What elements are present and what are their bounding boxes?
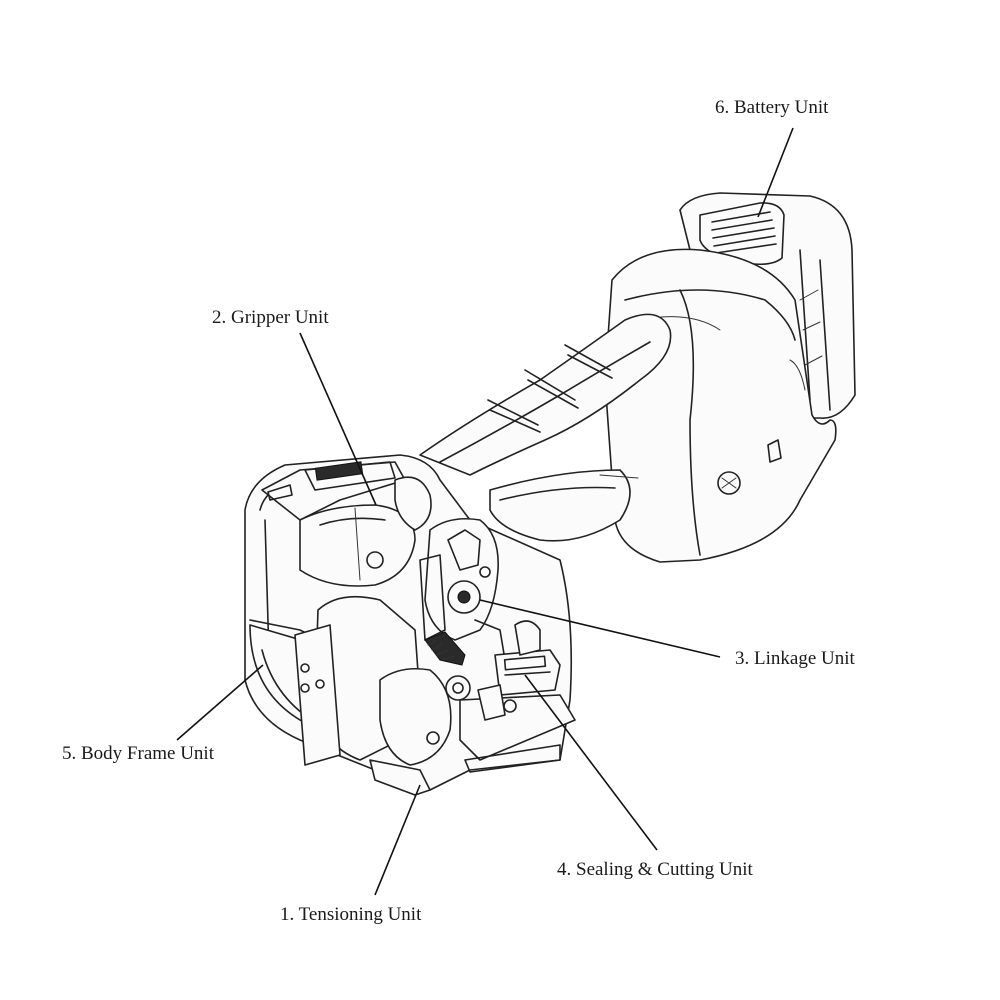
leader-line-tensioning bbox=[374, 784, 421, 896]
handle-drawing bbox=[419, 313, 672, 542]
battery-vent-grille bbox=[711, 211, 777, 254]
leader-line-gripper bbox=[299, 332, 377, 506]
leader-line-battery bbox=[757, 127, 794, 218]
callout-body-frame-unit: 5. Body Frame Unit bbox=[62, 743, 215, 764]
linkage-assembly-drawing bbox=[419, 517, 506, 661]
callout-battery-unit: 6. Battery Unit bbox=[715, 97, 829, 118]
leader-lines bbox=[176, 127, 794, 896]
callout-tensioning-unit: 1. Tensioning Unit bbox=[280, 904, 422, 925]
callout-gripper-unit: 2. Gripper Unit bbox=[212, 307, 329, 328]
leader-line-body-frame bbox=[176, 664, 264, 741]
sealing-cutting-assembly-drawing bbox=[459, 620, 576, 773]
callout-sealing-cutting-unit: 4. Sealing & Cutting Unit bbox=[557, 859, 754, 880]
callout-linkage-unit: 3. Linkage Unit bbox=[735, 648, 856, 669]
gripper-assembly-drawing bbox=[261, 461, 432, 587]
handle-grip-bands bbox=[487, 344, 613, 433]
leader-line-sealing bbox=[524, 674, 658, 851]
battery-pack-drawing bbox=[679, 192, 856, 419]
gear-teeth bbox=[427, 639, 456, 661]
tensioning-assembly-drawing bbox=[294, 595, 471, 796]
leader-line-linkage bbox=[479, 599, 721, 658]
